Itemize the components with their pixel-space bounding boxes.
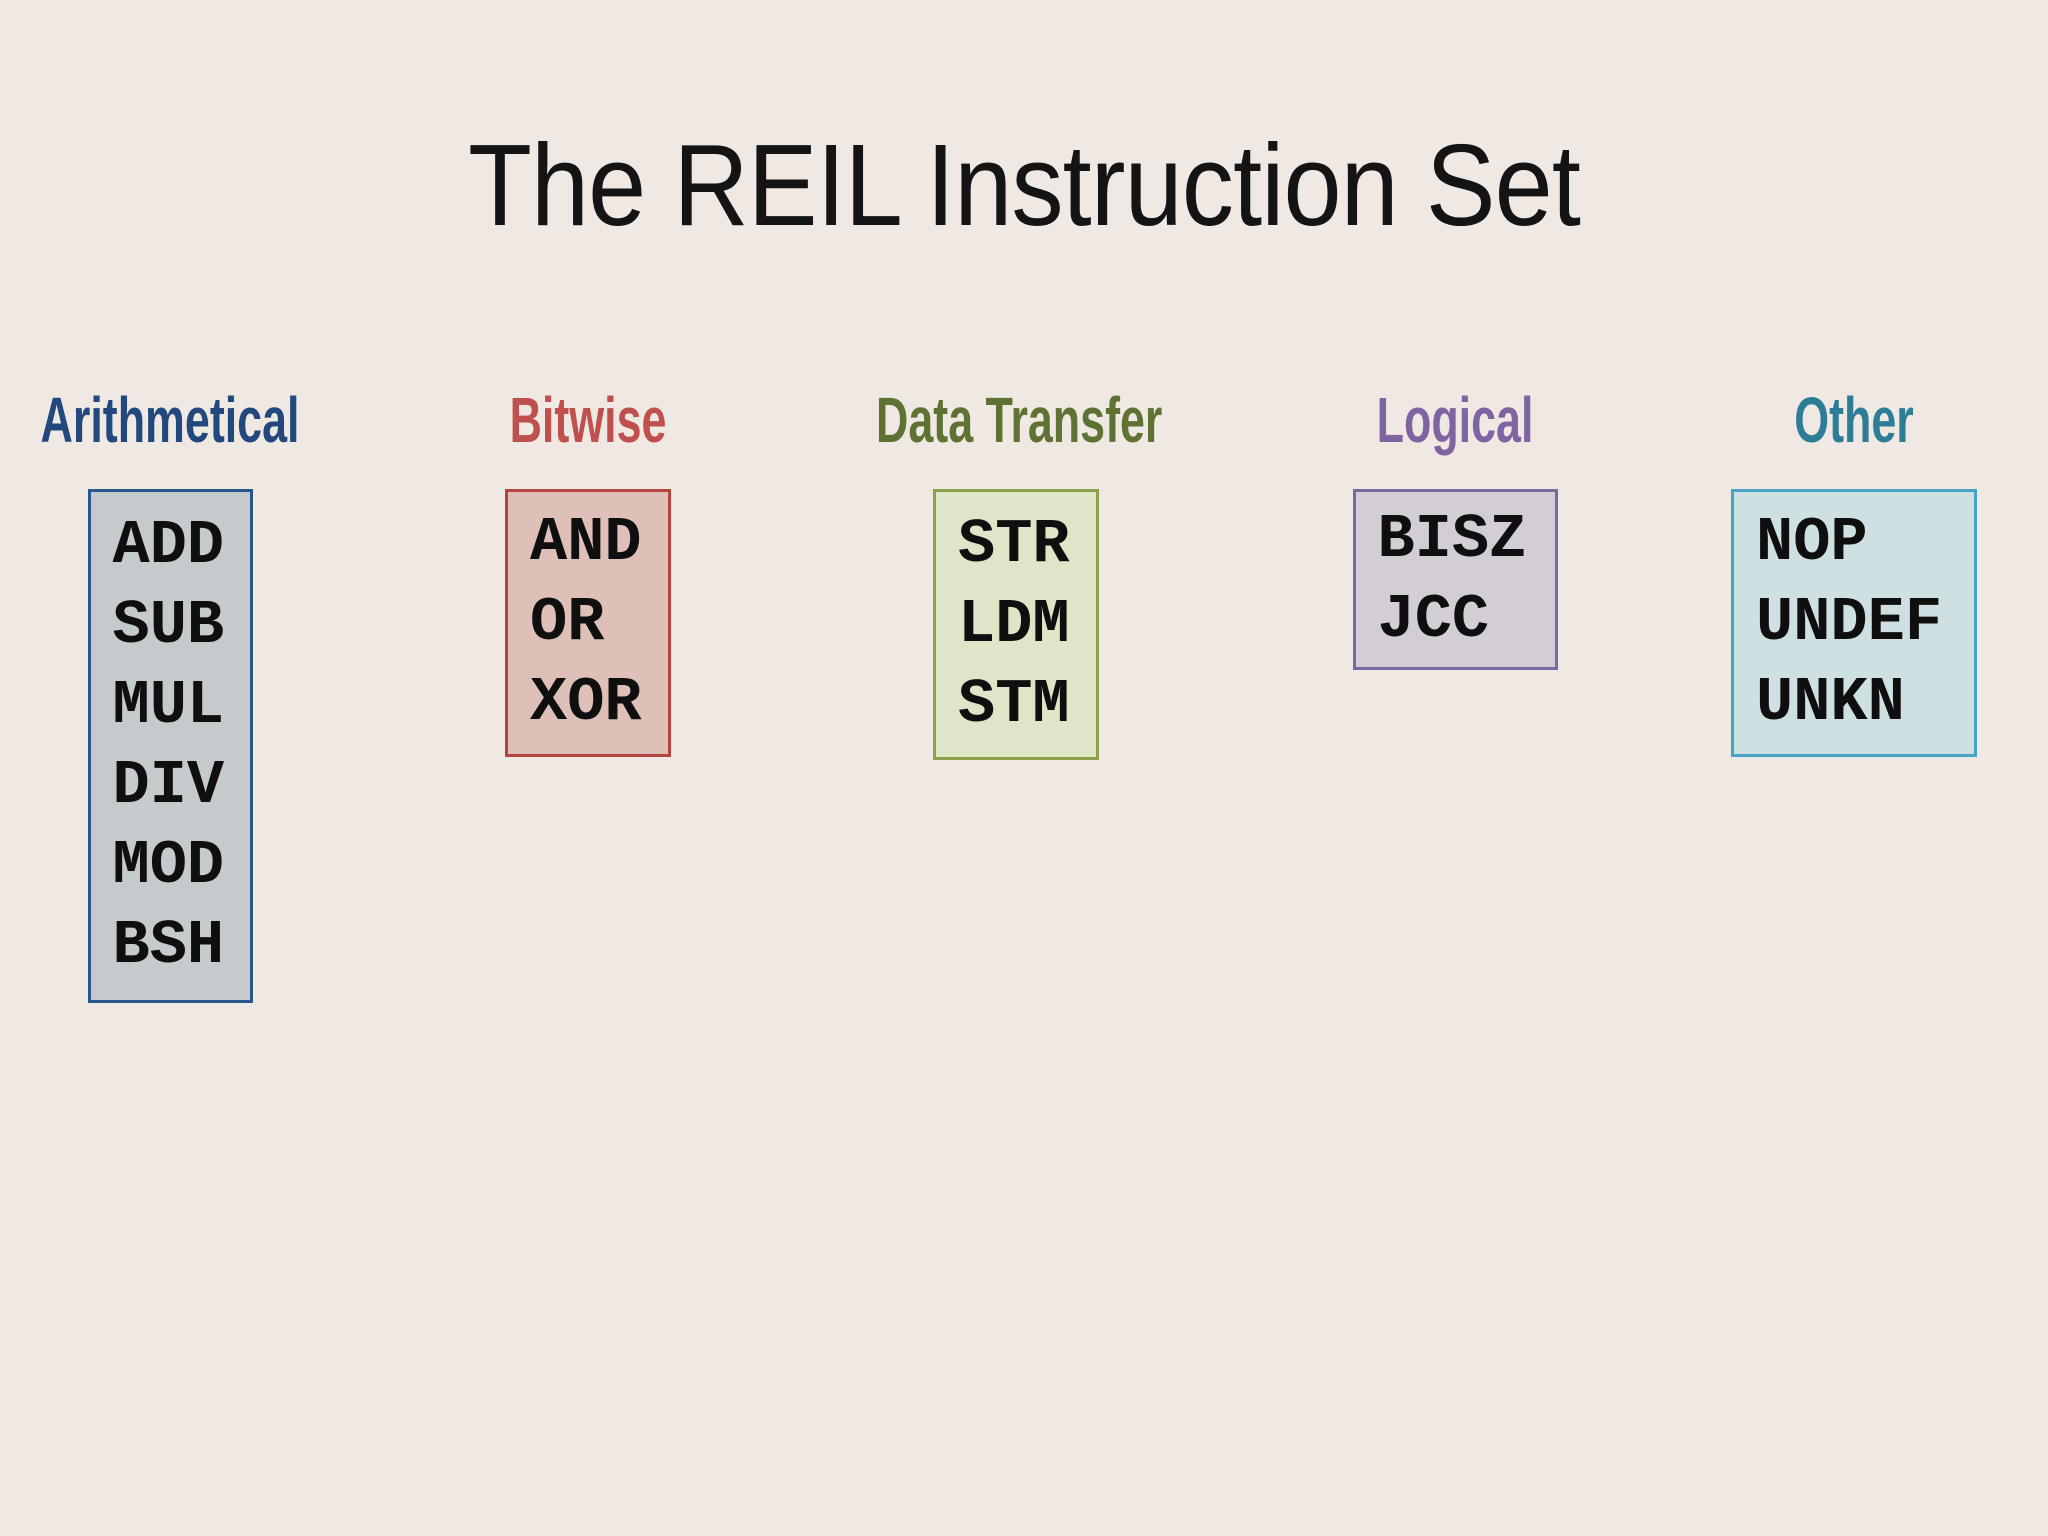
instruction-item: BISZ [1377, 503, 1527, 575]
instruction-item: MOD [112, 830, 225, 901]
instruction-item: UNKN [1756, 667, 1905, 738]
instruction-item: SUB [112, 590, 225, 661]
category-other: Other NOP UNDEF UNKN [1654, 388, 2048, 757]
instruction-item: ADD [112, 510, 225, 581]
instruction-item: NOP [1756, 507, 1868, 578]
category-box-arithmetical: ADD SUB MUL DIV MOD BSH [87, 489, 253, 1003]
category-header-data-transfer: Data Transfer [876, 384, 1163, 456]
instruction-item: STR [958, 508, 1070, 580]
category-header-logical: Logical [1376, 384, 1534, 456]
category-bitwise: Bitwise AND OR XOR [388, 388, 788, 757]
instruction-item: AND [530, 507, 642, 578]
category-box-logical: BISZ JCC [1352, 489, 1558, 670]
instruction-item: MUL [112, 670, 225, 741]
instruction-item: XOR [530, 667, 642, 738]
instruction-item: UNDEF [1756, 587, 1943, 658]
category-box-data-transfer: STR LDM STM [933, 489, 1099, 760]
instruction-item: DIV [112, 750, 225, 821]
category-data-transfer: Data Transfer STR LDM STM [816, 388, 1216, 760]
category-logical: Logical BISZ JCC [1255, 388, 1655, 670]
category-box-bitwise: AND OR XOR [505, 489, 671, 757]
instruction-item: BSH [112, 910, 225, 981]
instruction-item: JCC [1377, 583, 1490, 655]
category-header-bitwise: Bitwise [509, 384, 667, 456]
category-header-other: Other [1794, 384, 1914, 456]
instruction-item: OR [530, 587, 605, 658]
slide-title: The REIL Instruction Set [468, 120, 1581, 250]
instruction-item: STM [958, 668, 1070, 740]
category-header-arithmetical: Arithmetical [40, 384, 300, 456]
category-arithmetical: Arithmetical ADD SUB MUL DIV MOD BSH [0, 388, 370, 1003]
instruction-item: LDM [958, 588, 1070, 660]
category-box-other: NOP UNDEF UNKN [1731, 489, 1977, 757]
